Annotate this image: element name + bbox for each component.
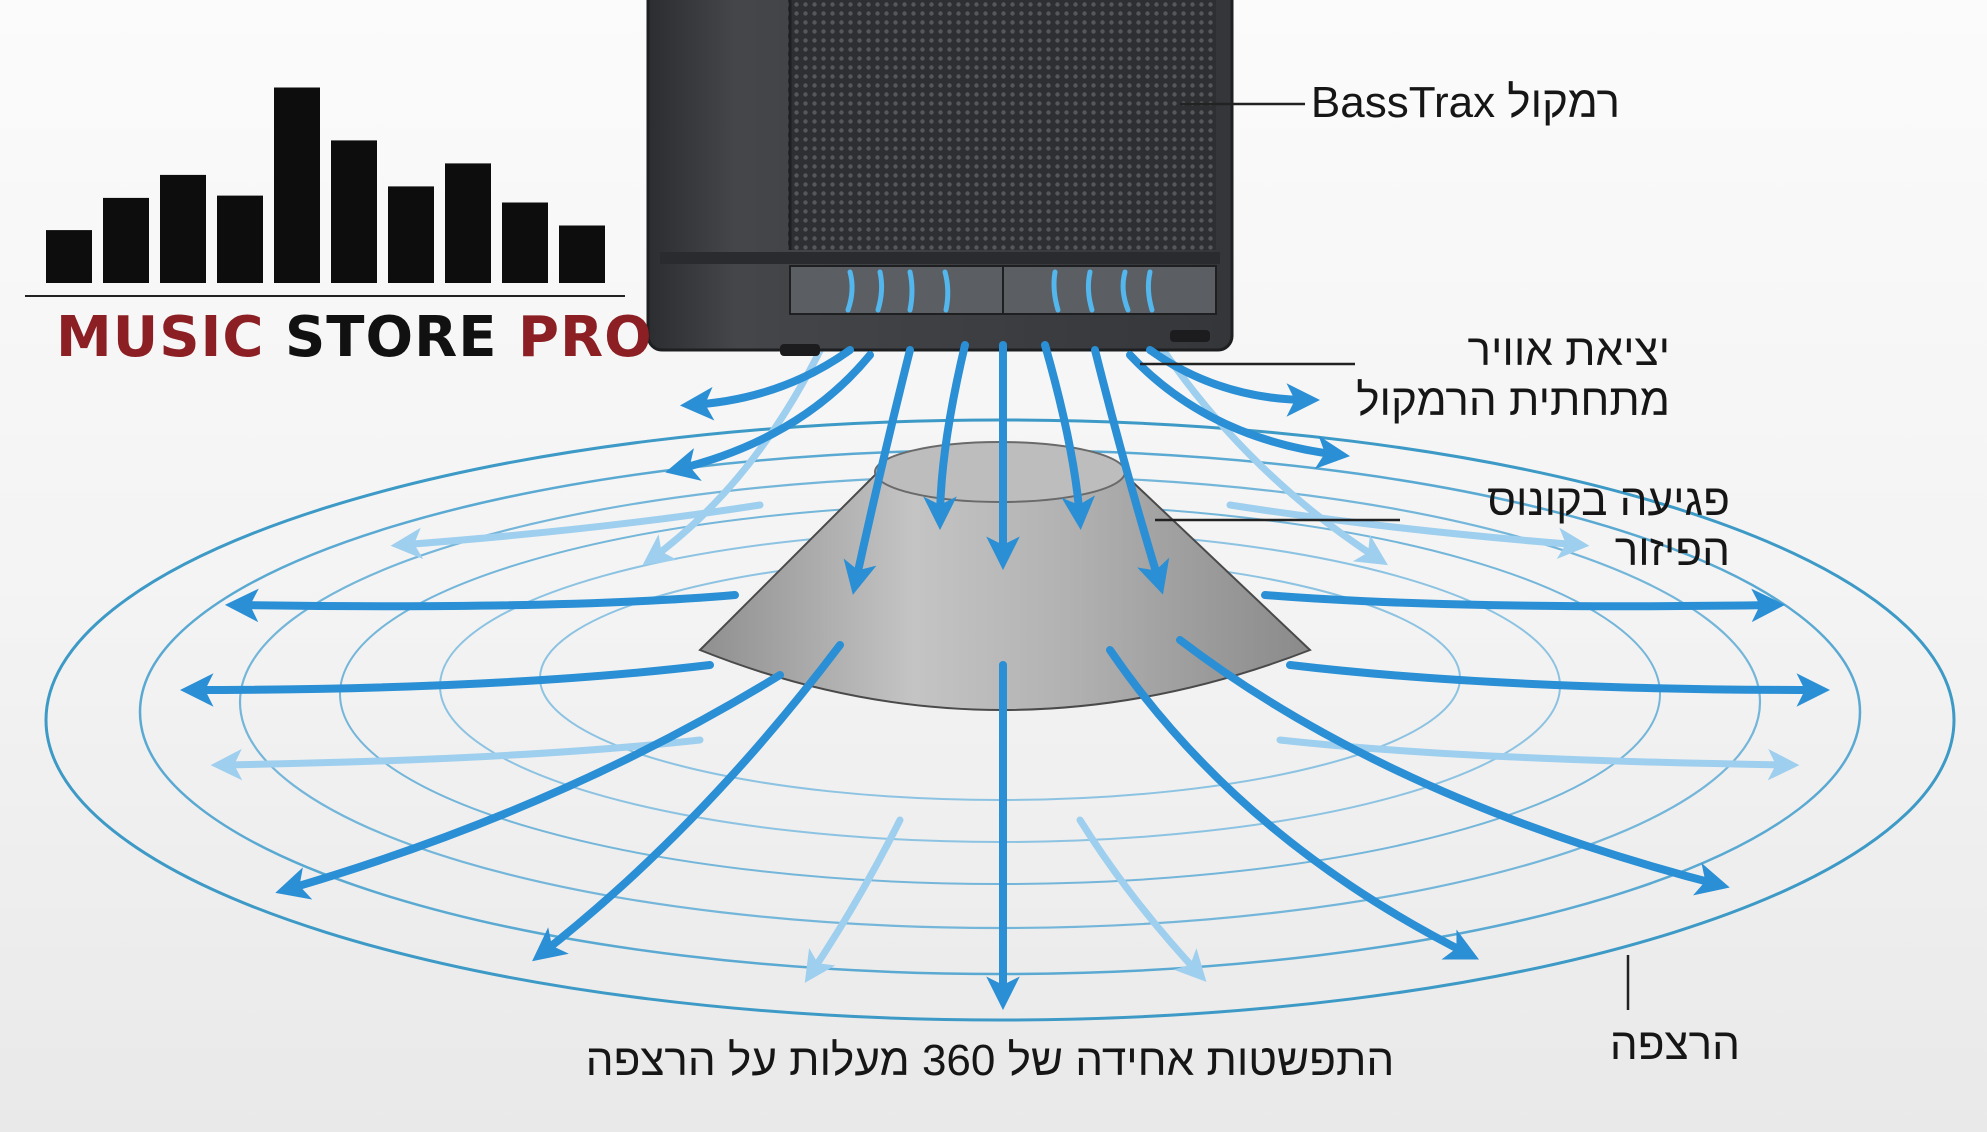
logo-bars-icon — [46, 87, 605, 283]
logo-word-pro: PRO — [517, 305, 653, 370]
logo-bar — [103, 197, 149, 283]
logo-bar — [388, 186, 434, 283]
air-outlet-label-line2: מתחתית הרמקול — [1356, 376, 1670, 425]
leader-lines — [1140, 102, 1630, 1010]
logo-bar — [502, 202, 548, 283]
logo-word-music: MUSIC — [56, 305, 265, 370]
logo-wordmark: MUSIC STORE PRO — [56, 305, 652, 370]
air-outlet-label: יציאת אוויר מתחתית הרמקול — [1356, 326, 1670, 426]
logo-bar — [559, 225, 605, 283]
airflow-arrow-icon — [179, 341, 1831, 1011]
speaker-icon — [646, 0, 1234, 356]
spread-caption: התפשטות אחידה של 360 מעלות על הרצפה — [585, 1036, 1395, 1085]
floor-label: הרצפה — [1609, 1020, 1740, 1069]
logo-bar — [274, 87, 320, 283]
air-outlet-label-line1: יציאת אוויר — [1467, 326, 1670, 375]
speaker-label: רמקול BassTrax — [1310, 78, 1620, 127]
logo-bar — [160, 174, 206, 283]
logo-bar — [217, 195, 263, 283]
cone-label: פגיעה בקונוס הפיזור — [1440, 476, 1730, 576]
logo-word-store: STORE — [284, 305, 498, 370]
logo-bar — [331, 140, 377, 283]
logo-bar — [46, 230, 92, 283]
cone-label-line1: פגיעה בקונוס — [1487, 476, 1730, 525]
logo-bar — [445, 163, 491, 283]
cone-label-line2: הפיזור — [1614, 526, 1730, 575]
